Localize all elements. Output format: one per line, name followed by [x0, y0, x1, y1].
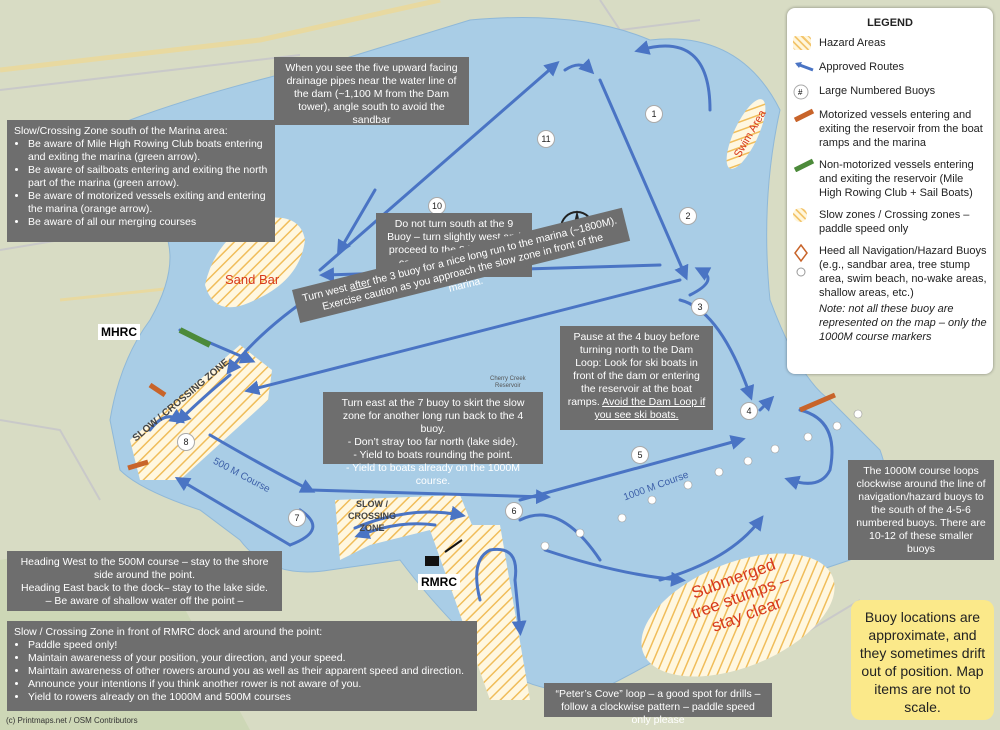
marina-note-item: Be aware of Mile High Rowing Club boats …	[28, 138, 268, 164]
numbered-buoy: 6	[505, 502, 523, 520]
turn-east-line: Turn east at the 7 buoy to skirt the slo…	[341, 397, 525, 435]
reservoir-label: Cherry Creek Reservoir	[490, 376, 526, 390]
legend-item-slow-zone: Slow zones / Crossing zones – paddle spe…	[793, 208, 987, 236]
approved-route-icon	[795, 62, 814, 72]
drainage-note: When you see the five upward facing drai…	[274, 57, 469, 126]
numbered-buoy-icon: #	[793, 84, 809, 100]
marina-note-item: Be aware of sailboats entering and exiti…	[28, 164, 268, 190]
map-credit: (c) Printmaps.net / OSM Contributors	[6, 716, 138, 725]
course-loop-note: The 1000M course loops clockwise around …	[848, 460, 994, 560]
legend-text: Heed all Navigation/Hazard Buoys (e.g., …	[819, 245, 987, 299]
heading-line: – Be aware of shallow water off the poin…	[45, 595, 244, 607]
numbered-buoy: 11	[537, 130, 555, 148]
marina-note-item: Be aware of motorized vessels exiting an…	[28, 190, 268, 216]
legend-text: Non-motorized vessels entering and exiti…	[819, 159, 974, 199]
legend-title: LEGEND	[867, 17, 913, 29]
numbered-buoy: 7	[288, 509, 306, 527]
slow-zone-icon	[793, 208, 807, 222]
rmrc-note-item: Maintain awareness of your position, you…	[28, 652, 470, 665]
legend-item-routes: Approved Routes	[793, 60, 987, 76]
numbered-buoy: 5	[631, 446, 649, 464]
rmrc-slow-zone-note: Slow / Crossing Zone in front of RMRC do…	[7, 621, 477, 711]
rmrc-note-item: Maintain awareness of other rowers aroun…	[28, 665, 470, 678]
turn-east-line: - Don’t stray too far north (lake side).	[347, 436, 519, 448]
buoy-disclaimer-note: Buoy locations are approximate, and they…	[851, 600, 994, 720]
legend-item-note: Note: not all these buoy are represented…	[793, 302, 987, 344]
mhrc-label: MHRC	[98, 324, 140, 340]
numbered-buoy: 8	[177, 433, 195, 451]
reservoir-line-2: Reservoir	[495, 383, 521, 389]
marina-note-item: Be aware of all our merging courses	[28, 216, 268, 229]
map-legend: LEGEND Hazard Areas Approved Routes # La…	[787, 8, 993, 374]
heading-line: Heading East back to the dock– stay to t…	[21, 582, 268, 594]
legend-item-hazard: Hazard Areas	[793, 36, 987, 52]
reservoir-line-1: Cherry Creek	[490, 376, 526, 382]
legend-text: Approved Routes	[819, 61, 904, 73]
legend-text: Large Numbered Buoys	[819, 85, 936, 97]
numbered-buoy: 3	[691, 298, 709, 316]
rmrc-slow-zone-line-3: ZONE	[359, 523, 385, 533]
hazard-buoy-icon	[794, 243, 808, 277]
turn-east-note: Turn east at the 7 buoy to skirt the slo…	[323, 392, 543, 487]
marina-slow-zone-note: Slow/Crossing Zone south of the Marina a…	[7, 120, 275, 242]
hazard-area-icon	[793, 36, 811, 50]
pause-buoy-4-note: Pause at the 4 buoy before turning north…	[560, 326, 713, 430]
legend-text: Hazard Areas	[819, 37, 886, 49]
rmrc-note-title: Slow / Crossing Zone in front of RMRC do…	[14, 626, 323, 638]
legend-text: Note: not all these buoy are represented…	[819, 303, 987, 343]
rmrc-note-item: Paddle speed only!	[28, 639, 470, 652]
heading-note: Heading West to the 500M course – stay t…	[7, 551, 282, 611]
buoy-symbol: #	[798, 88, 803, 97]
legend-item-non-motorized: Non-motorized vessels entering and exiti…	[793, 158, 987, 200]
turn-east-line: - Yield to boats already on the 1000M co…	[346, 462, 520, 487]
legend-item-buoys: # Large Numbered Buoys	[793, 84, 987, 100]
rmrc-label: RMRC	[418, 574, 460, 590]
numbered-buoy: 1	[645, 105, 663, 123]
legend-item-motorized: Motorized vessels entering and exiting t…	[793, 108, 987, 150]
numbered-buoy: 2	[679, 207, 697, 225]
pause-note-warning: Avoid the Dam Loop if you see ski boats.	[594, 396, 706, 421]
legend-text: Slow zones / Crossing zones – paddle spe…	[819, 209, 970, 235]
legend-text: Motorized vessels entering and exiting t…	[819, 109, 983, 149]
legend-item-hazard-buoys: Heed all Navigation/Hazard Buoys (e.g., …	[793, 243, 987, 300]
heading-line: Heading West to the 500M course – stay t…	[20, 556, 269, 581]
rmrc-note-item: Announce your intentions if you think an…	[28, 678, 470, 691]
non-motorized-arrow-icon	[793, 158, 815, 173]
rmrc-slow-zone-line-1: SLOW /	[356, 499, 388, 509]
rmrc-slow-zone-label: SLOW / CROSSING ZONE	[348, 498, 396, 534]
motorized-arrow-icon	[793, 108, 815, 123]
numbered-buoy: 4	[740, 402, 758, 420]
turn-east-line: - Yield to boats rounding the point.	[353, 449, 513, 461]
peters-cove-note: “Peter’s Cove” loop – a good spot for dr…	[544, 683, 772, 726]
marina-note-title: Slow/Crossing Zone south of the Marina a…	[14, 125, 228, 137]
rmrc-slow-zone-line-2: CROSSING	[348, 511, 397, 521]
sand-bar-label: Sand Bar	[225, 272, 280, 287]
pause-note-text: Pause at the 4 buoy before turning north…	[567, 331, 700, 408]
rmrc-note-item: Yield to rowers already on the 1000M and…	[28, 691, 470, 704]
